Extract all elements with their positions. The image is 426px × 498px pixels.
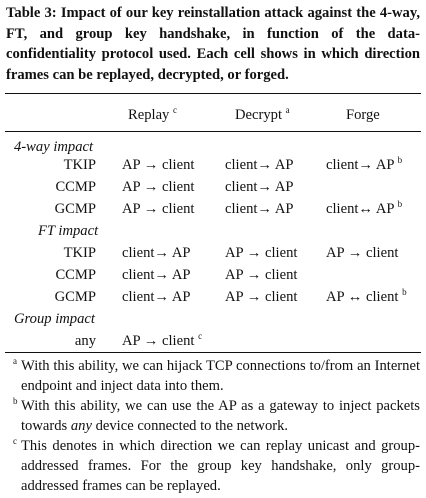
footnote-c: c This denotes in which direction we can… <box>6 436 420 496</box>
cell-decrypt: AP → client <box>225 289 298 305</box>
footnote-text-part: device connected to the network. <box>91 418 289 434</box>
row-label: TKIP <box>63 157 96 173</box>
footnotes: a With this ability, we can hijack TCP c… <box>6 356 420 496</box>
cell-forge: AP ↔ client b <box>326 287 407 307</box>
cell-forge-footnote-mark: b <box>397 155 403 165</box>
row-label: GCMP <box>54 289 96 305</box>
cell-decrypt: client→ AP <box>225 201 294 217</box>
cell-replay: AP → client <box>122 179 195 195</box>
bottom-rule <box>5 352 421 354</box>
cell-replay: AP → client c <box>122 331 202 351</box>
cell-decrypt: AP → client <box>225 267 298 283</box>
row-label: CCMP <box>55 267 96 283</box>
header-forge: Forge <box>346 107 380 123</box>
footnote-text-part: With this ability, we can use the AP as … <box>21 398 420 434</box>
table-caption: Table 3: Impact of our key reinstallatio… <box>6 5 420 83</box>
cell-forge-footnote-mark: b <box>397 199 403 209</box>
header-decrypt-label: Decrypt <box>235 107 283 123</box>
cell-decrypt: AP → client <box>225 245 298 261</box>
group-title-4way: 4-way impact <box>14 139 94 155</box>
header-replay-footnote-mark: c <box>173 105 177 115</box>
footnote-a: a With this ability, we can hijack TCP c… <box>6 356 420 396</box>
row-label: any <box>74 333 96 349</box>
header-replay: Replay c <box>128 105 177 125</box>
header-decrypt-footnote-mark: a <box>285 105 290 115</box>
cell-forge: AP → client <box>326 245 399 261</box>
footnote-text: With this ability, we can use the AP as … <box>21 396 420 436</box>
cell-replay: client→ AP <box>122 289 191 305</box>
footnote-text: With this ability, we can hijack TCP con… <box>21 358 420 394</box>
cell-replay: client→ AP <box>122 267 191 283</box>
row-label: CCMP <box>55 179 96 195</box>
footnote-mark: b <box>13 396 18 406</box>
cell-forge-footnote-mark: b <box>402 287 407 297</box>
header-decrypt: Decrypt a <box>235 105 290 125</box>
footnote-mark: a <box>13 356 17 366</box>
cell-replay: AP → client <box>122 157 195 173</box>
row-label: TKIP <box>63 245 96 261</box>
cell-replay: AP → client <box>122 201 195 217</box>
top-rule <box>5 93 421 95</box>
footnote-mark: c <box>13 436 17 446</box>
cell-replay-text: AP → client <box>122 333 195 349</box>
footnote-text: This denotes in which direction we can r… <box>21 438 420 494</box>
footnote-b: b With this ability, we can use the AP a… <box>6 396 420 436</box>
cell-decrypt: client→ AP <box>225 157 294 173</box>
cell-replay-footnote-mark: c <box>198 331 203 341</box>
group-title-group: Group impact <box>14 311 95 327</box>
cell-decrypt: client→ AP <box>225 179 294 195</box>
group-title-ft: FT impact <box>38 223 99 239</box>
cell-replay: client→ AP <box>122 245 191 261</box>
cell-forge-text: client→ AP <box>326 157 394 173</box>
cell-forge-text: client↔ AP <box>326 201 394 217</box>
header-rule <box>5 131 421 132</box>
cell-forge-text: AP ↔ client <box>326 289 399 305</box>
row-label: GCMP <box>54 201 96 217</box>
cell-forge: client→ AP b <box>326 155 402 175</box>
cell-forge: client↔ AP b <box>326 199 402 219</box>
footnote-emphasis: any <box>70 418 92 434</box>
header-replay-label: Replay <box>128 107 170 123</box>
